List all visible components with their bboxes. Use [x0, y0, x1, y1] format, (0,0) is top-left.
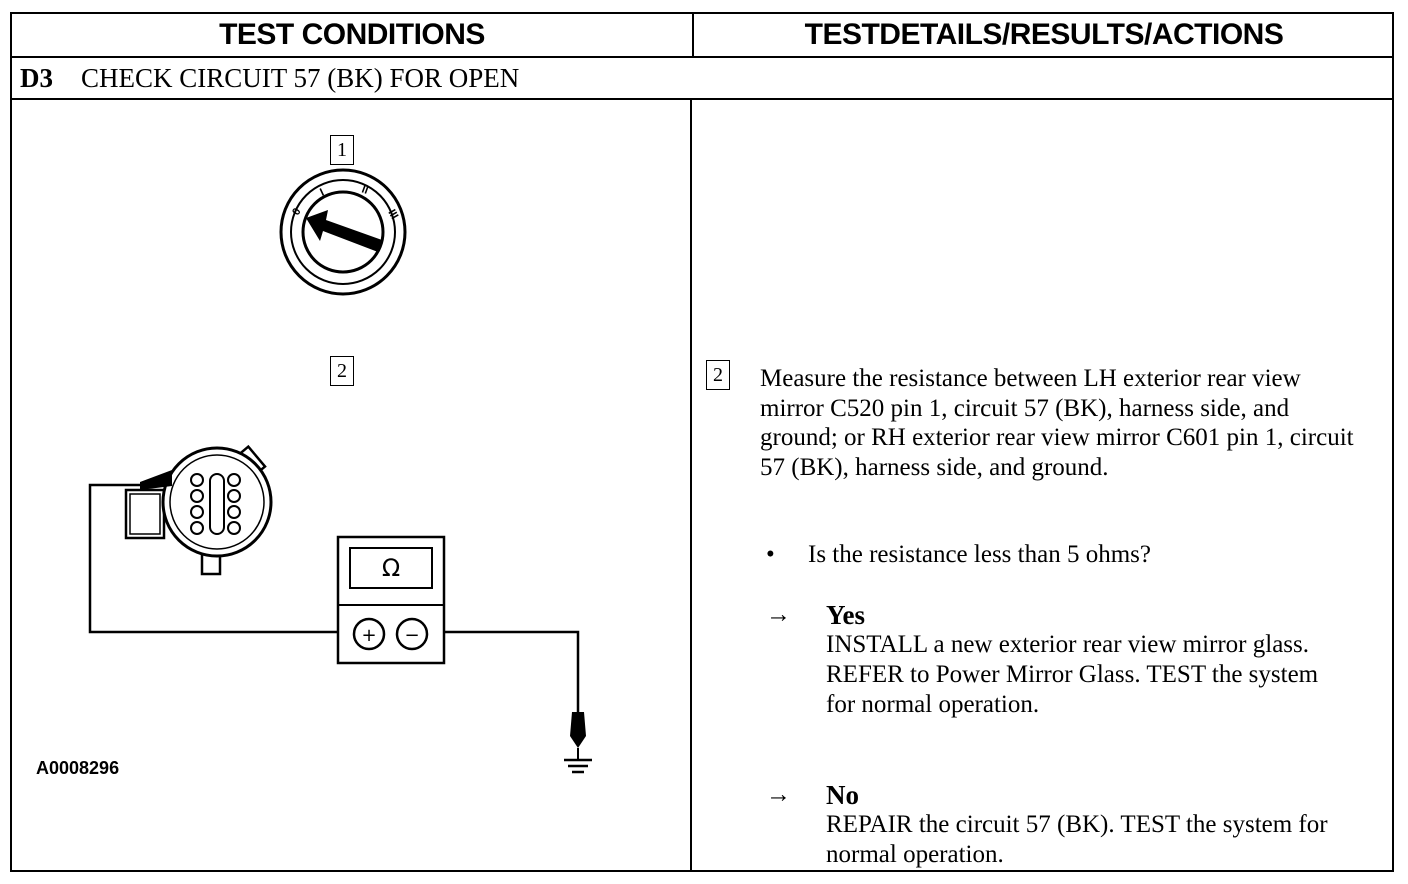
- wiring-diagram: 0 I II III: [88, 168, 592, 774]
- figure-id: A0008296: [36, 758, 120, 778]
- step-1-box: 1: [330, 135, 354, 165]
- test-diagram: 1 2 0 I II III: [12, 100, 690, 870]
- header-test-conditions: TEST CONDITIONS: [219, 18, 485, 51]
- step-2-box: 2: [330, 356, 354, 386]
- question-row: • Is the resistance less than 5 ohms?: [766, 541, 1151, 569]
- ignition-switch-icon: 0 I II III: [279, 168, 407, 296]
- section-code: D3: [20, 62, 53, 93]
- switch-pos-0: 0: [290, 206, 303, 217]
- question-text: Is the resistance less than 5 ohms?: [808, 541, 1151, 568]
- yes-text: INSTALL a new exterior rear view mirror …: [826, 631, 1319, 718]
- ground-icon: [564, 712, 592, 774]
- ohmmeter-icon: Ω + −: [336, 535, 446, 665]
- column-divider-top: [692, 14, 694, 56]
- no-label: No: [826, 780, 859, 810]
- minus-terminal: −: [404, 625, 419, 646]
- section-title: CHECK CIRCUIT 57 (BK) FOR OPEN: [81, 62, 520, 93]
- ohm-symbol: Ω: [382, 554, 400, 582]
- section-rule: [12, 98, 1392, 100]
- test-table: TEST CONDITIONS TESTDETAILS/RESULTS/ACTI…: [10, 12, 1394, 872]
- mirror-connector-icon: [124, 444, 273, 576]
- yes-label: Yes: [826, 600, 865, 630]
- column-divider: [690, 100, 692, 870]
- arrow-right-icon: →: [766, 781, 791, 808]
- switch-pos-1: I: [318, 187, 326, 199]
- switch-pos-2: II: [360, 184, 370, 197]
- test-lead-positive: [88, 483, 356, 634]
- test-lead-negative: [428, 630, 580, 712]
- header-rule: [12, 56, 1392, 58]
- section-row: D3 CHECK CIRCUIT 57 (BK) FOR OPEN: [20, 58, 519, 98]
- header-test-details: TESTDETAILS/RESULTS/ACTIONS: [804, 18, 1284, 51]
- bullet-icon: •: [766, 541, 775, 568]
- answer-no: → No REPAIR the circuit 57 (BK). TEST th…: [766, 780, 1366, 870]
- arrow-right-icon: →: [766, 601, 791, 628]
- plus-terminal: +: [361, 625, 376, 646]
- no-text: REPAIR the circuit 57 (BK). TEST the sys…: [826, 811, 1328, 868]
- instruction-text: Measure the resistance between LH exteri…: [760, 365, 1354, 481]
- details-step-box: 2: [706, 360, 730, 390]
- answer-yes: → Yes INSTALL a new exterior rear view m…: [766, 600, 1366, 720]
